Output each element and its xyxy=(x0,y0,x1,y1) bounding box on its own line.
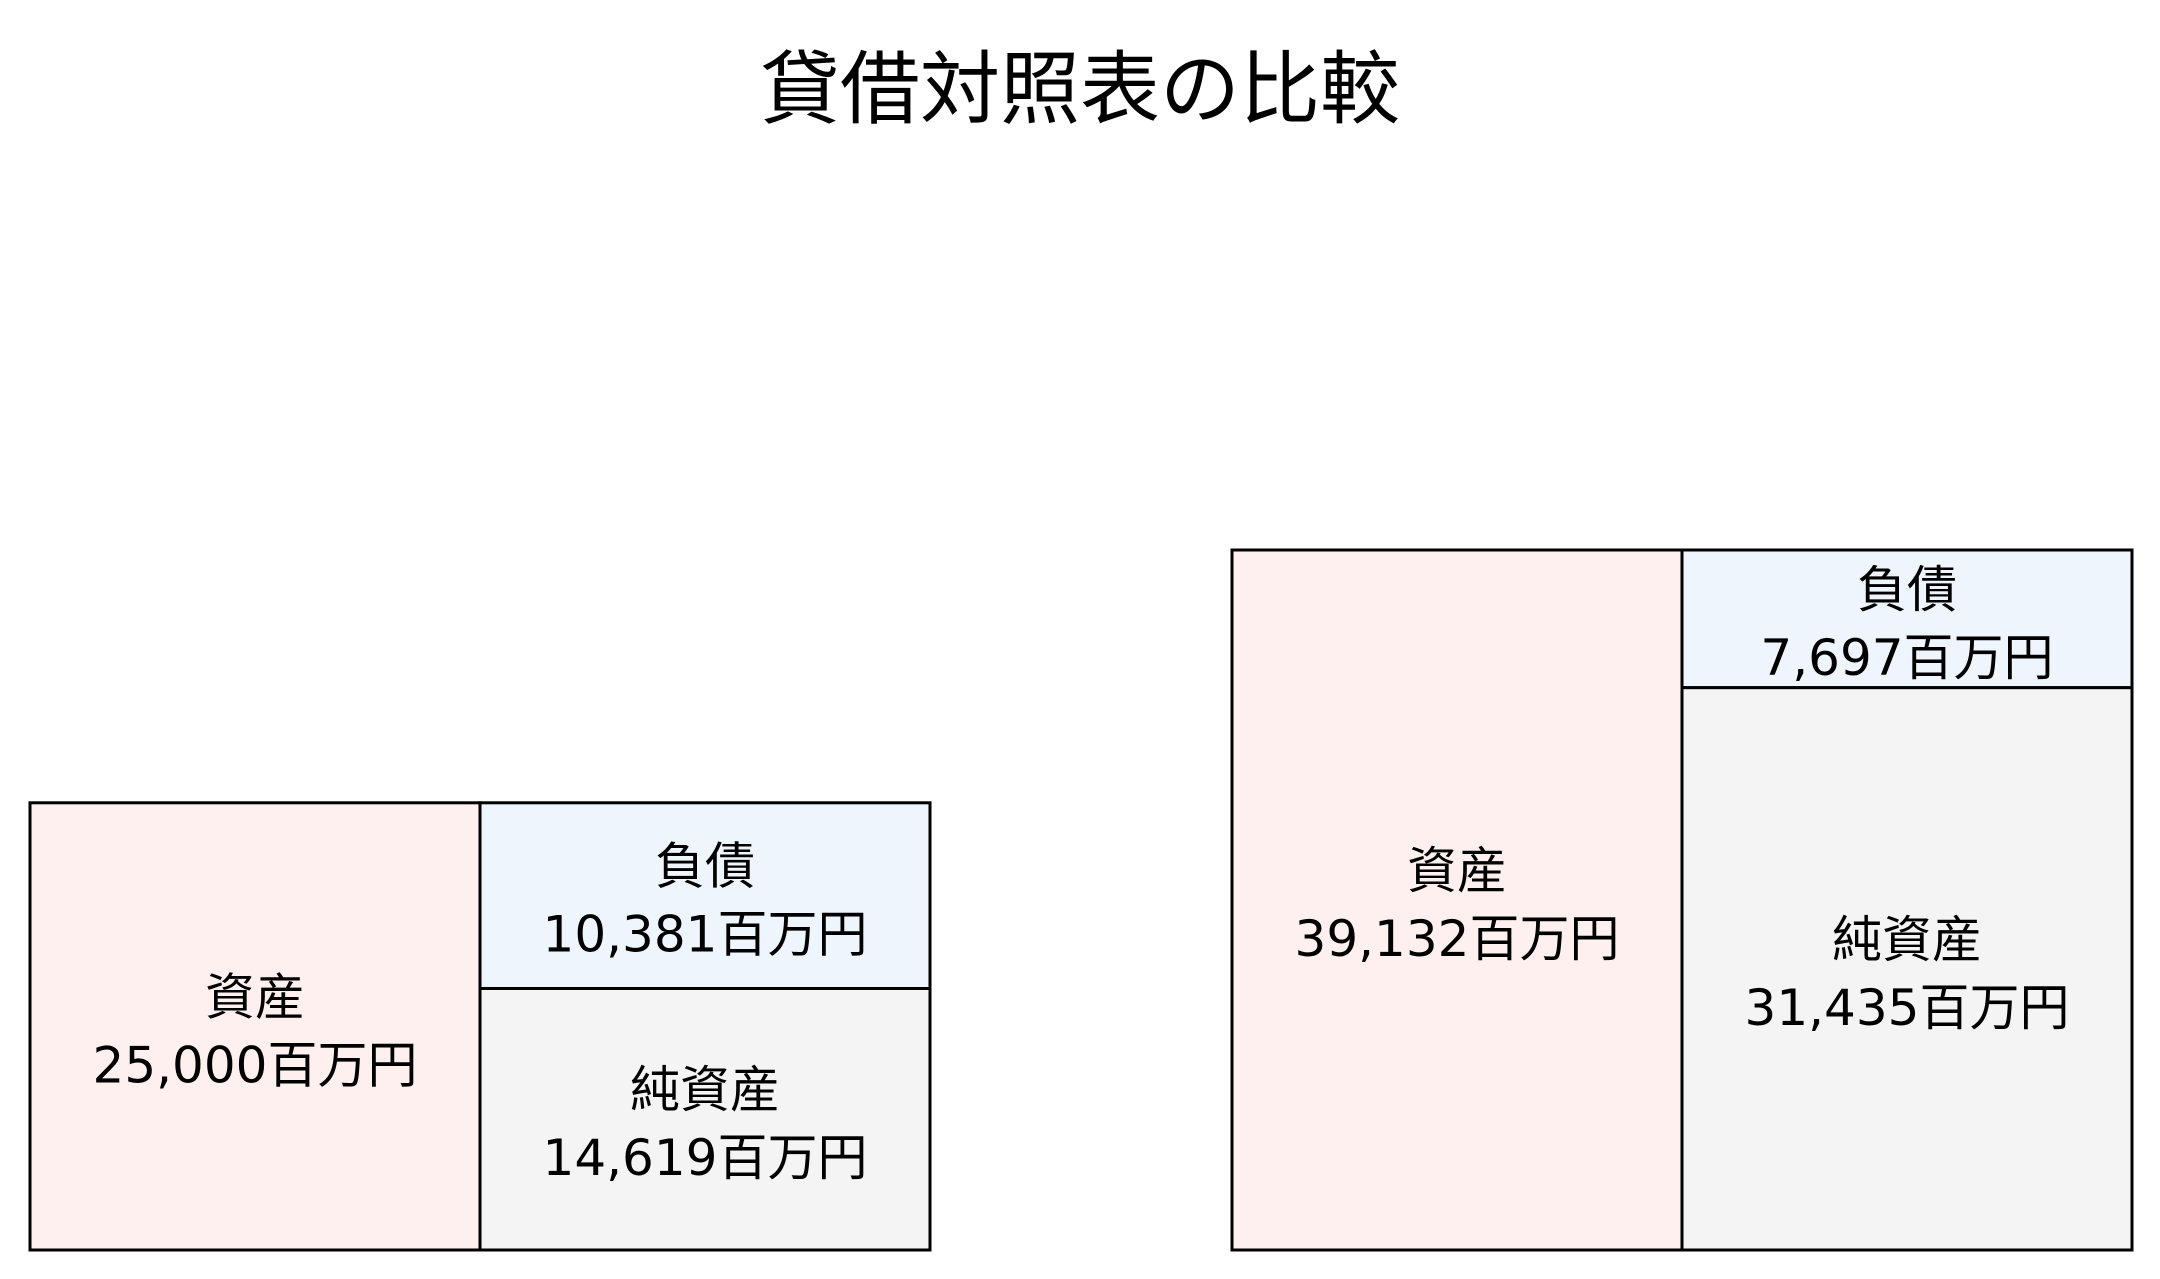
chart-1-liabilities-name: 負債 xyxy=(655,838,755,896)
chart-1-assets-box xyxy=(28,801,482,1252)
chart-2-equity-name: 純資産 xyxy=(1832,911,1982,969)
chart-1-equity-label: 純資産 14,619百万円 xyxy=(543,1061,868,1187)
chart-1-assets-name: 資産 xyxy=(205,968,305,1026)
chart-2-assets-name: 資産 xyxy=(1407,842,1507,900)
chart-1-equity-box xyxy=(478,986,932,1252)
chart-2-liabilities-box xyxy=(1680,548,2134,690)
chart-1-equity-value: 14,619百万円 xyxy=(543,1129,868,1187)
chart-2-liabilities-name: 負債 xyxy=(1857,561,1957,619)
chart-1-assets-value: 25,000百万円 xyxy=(93,1036,418,1094)
chart-2-liabilities-value: 7,697百万円 xyxy=(1760,629,2053,687)
chart-1-liabilities-box xyxy=(478,801,932,990)
chart-title: 貸借対照表の比較 xyxy=(760,43,1400,136)
chart-1-equity-name: 純資産 xyxy=(630,1061,780,1119)
chart-2-assets-box xyxy=(1230,548,1684,1252)
chart-2-liabilities-label: 負債 7,697百万円 xyxy=(1760,561,2053,687)
chart-2-assets-value: 39,132百万円 xyxy=(1295,910,1620,968)
chart-2-equity-label: 純資産 31,435百万円 xyxy=(1745,911,2070,1037)
chart-2-equity-value: 31,435百万円 xyxy=(1745,979,2070,1037)
chart-2-equity-box xyxy=(1680,686,2134,1252)
chart-1-liabilities-label: 負債 10,381百万円 xyxy=(543,838,868,964)
chart-2-assets-label: 資産 39,132百万円 xyxy=(1295,842,1620,968)
chart-1-liabilities-value: 10,381百万円 xyxy=(543,906,868,964)
chart-1-assets-label: 資産 25,000百万円 xyxy=(93,968,418,1094)
